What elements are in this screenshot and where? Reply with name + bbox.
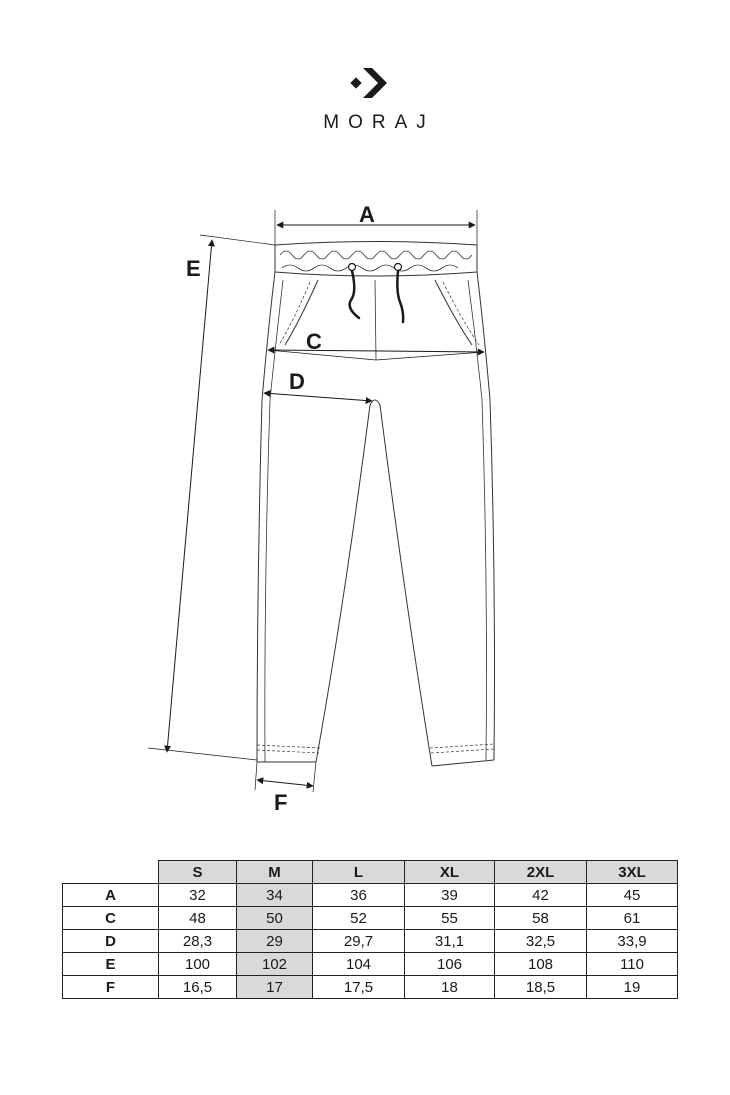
table-cell: 58 (494, 906, 587, 930)
table-cell: 52 (312, 906, 405, 930)
row-label-e: E (62, 952, 159, 976)
header-size-2xl: 2XL (494, 860, 587, 884)
table-cell: 18 (404, 975, 495, 999)
size-header-row: S M L XL 2XL 3XL (62, 860, 678, 884)
pants-outline (256, 241, 495, 767)
table-cell: 45 (586, 883, 678, 907)
table-cell: 104 (312, 952, 405, 976)
table-cell: 110 (586, 952, 678, 976)
label-e: E (186, 256, 201, 281)
table-cell: 102 (236, 952, 313, 976)
table-row: C 48 50 52 55 58 61 (62, 906, 678, 930)
header-size-3xl: 3XL (586, 860, 678, 884)
brand-name: MORAJ (323, 112, 435, 133)
chevron-arrow-logo-icon (350, 68, 387, 98)
dimension-f-line (256, 777, 314, 789)
dimension-d-line (263, 389, 373, 405)
table-cell: 100 (158, 952, 237, 976)
table-cell: 31,1 (404, 929, 495, 953)
table-cell: 19 (586, 975, 678, 999)
table-cell: 36 (312, 883, 405, 907)
header-size-xl: XL (404, 860, 495, 884)
header-size-m: M (236, 860, 313, 884)
left-leg-outer (256, 271, 276, 763)
table-cell: 29,7 (312, 929, 405, 953)
table-cell: 16,5 (158, 975, 237, 999)
table-cell: 39 (404, 883, 495, 907)
label-d: D (289, 369, 305, 394)
table-cell: 28,3 (158, 929, 237, 953)
right-hem (431, 759, 495, 767)
table-cell: 42 (494, 883, 587, 907)
fly-line (374, 279, 377, 361)
size-table: S M L XL 2XL 3XL A 32 34 36 39 42 45 C 4… (62, 860, 678, 999)
row-label-f: F (62, 975, 159, 999)
dimension-e-line (164, 239, 215, 753)
table-cell: 32,5 (494, 929, 587, 953)
table-cell: 108 (494, 952, 587, 976)
row-label-d: D (62, 929, 159, 953)
table-cell: 106 (404, 952, 495, 976)
table-cell: 55 (404, 906, 495, 930)
inner-legs (315, 399, 433, 767)
header-size-s: S (158, 860, 237, 884)
header-blank-cell (62, 860, 159, 884)
label-c: C (306, 329, 322, 354)
table-row: F 16,5 17 17,5 18 18,5 19 (62, 975, 678, 999)
table-cell: 29 (236, 929, 313, 953)
row-label-c: C (62, 906, 159, 930)
right-pocket (434, 279, 473, 346)
left-pocket (284, 279, 319, 346)
dimension-c-line (267, 346, 485, 356)
pants-measurement-diagram: A C D E F (147, 202, 495, 815)
label-a: A (359, 202, 375, 227)
table-cell: 48 (158, 906, 237, 930)
table-row: A 32 34 36 39 42 45 (62, 883, 678, 907)
table-cell: 17,5 (312, 975, 405, 999)
row-label-a: A (62, 883, 159, 907)
table-cell: 61 (586, 906, 678, 930)
header-size-l: L (312, 860, 405, 884)
table-cell: 32 (158, 883, 237, 907)
table-cell: 18,5 (494, 975, 587, 999)
drawstrings (347, 262, 405, 324)
table-cell: 34 (236, 883, 313, 907)
table-row: E 100 102 104 106 108 110 (62, 952, 678, 976)
table-row: D 28,3 29 29,7 31,1 32,5 33,9 (62, 929, 678, 953)
label-f: F (274, 790, 287, 815)
table-cell: 50 (236, 906, 313, 930)
right-leg-outer (476, 271, 495, 761)
waistband-ruffle (279, 250, 473, 260)
table-cell: 17 (236, 975, 313, 999)
table-cell: 33,9 (586, 929, 678, 953)
